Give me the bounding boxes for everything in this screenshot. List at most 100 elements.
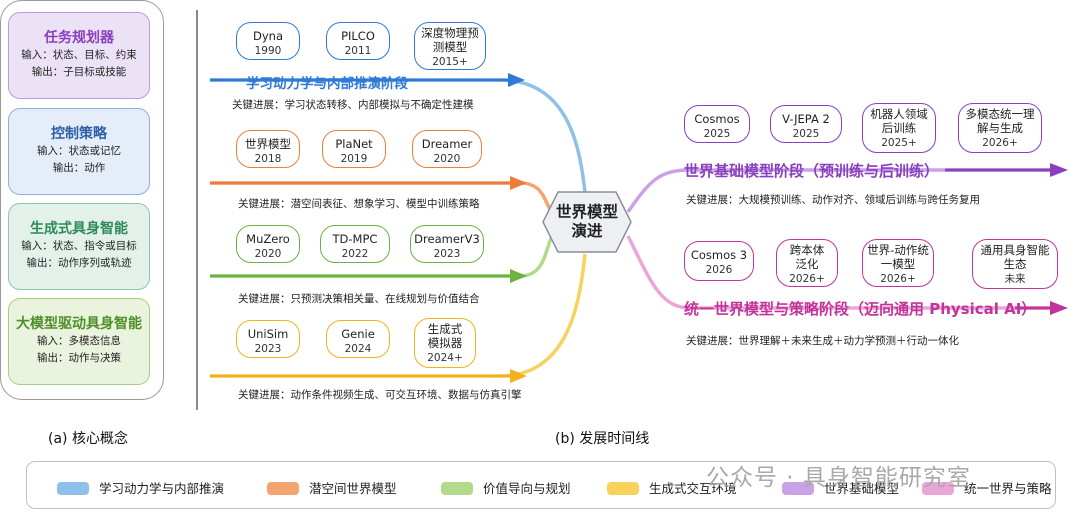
milestone-cosmos-3: Cosmos 3 2026 [684,241,754,281]
milestone-name: UniSim [247,327,289,341]
milestone-name: 生成式模拟器 [427,322,463,350]
milestone-cosmos: Cosmos 2025 [684,105,750,143]
hub-label: 世界模型 演进 [542,203,632,241]
milestone-name: TD-MPC [332,232,378,246]
milestone-year: 2022 [341,248,369,260]
milestone-dreamerv3: DreamerV3 2023 [410,225,484,263]
concept-card-llm-embodied: 大模型驱动具身智能 输入：多模态信息 输出：动作与决策 [8,298,150,385]
legend-label: 学习动力学与内部推演 [99,481,225,496]
milestone-pilco: PILCO 2011 [326,22,390,60]
concept-title: 生成式具身智能 [30,221,128,237]
arrow-stage-6 [1050,301,1068,315]
arrow-stage-5 [1050,163,1068,177]
arrow-stage-2 [510,176,527,190]
milestone-general-embodied-ecosystem: 通用具身智能生态 未来 [972,239,1058,289]
milestone-name: 跨本体泛化 [789,243,825,271]
milestone-year: 2026+ [789,273,825,285]
milestone-year: 未来 [1004,273,1026,285]
legend-swatch [267,482,299,495]
milestone-dyna: Dyna 1990 [236,22,300,60]
milestone-name: V-JEPA 2 [782,112,830,126]
concept-title: 控制策略 [51,126,107,142]
milestone-multimodal-unified: 多模态统一理解与生成 2026+ [958,103,1042,153]
milestone-name: Dreamer [421,137,473,151]
legend-item-unified: 统一世界与策略 [922,478,1052,497]
legend-swatch [922,482,954,495]
concept-title: 大模型驱动具身智能 [16,316,142,332]
stage-6-progress: 关键进展：世界理解＋未来生成＋动力学预测＋行动一体化 [686,335,959,347]
milestone-year: 2024 [344,343,372,355]
milestone-year: 2020 [433,153,461,165]
caption-core-concepts: (a) 核心概念 [48,431,128,447]
legend-item-generative-env: 生成式交互环境 [607,478,737,497]
milestone-year: 2023 [254,343,282,355]
legend-label: 潜空间世界模型 [309,481,397,496]
milestone-year: 2011 [344,45,372,57]
milestone-year: 2023 [433,248,461,260]
milestone-name: 多模态统一理解与生成 [965,107,1035,135]
milestone-name: Dyna [253,29,283,43]
milestone-year: 2026 [705,264,733,276]
stage-5-title: 世界基础模型阶段（预训练与后训练） [684,162,940,180]
legend-item-value-planning: 价值导向与规划 [441,478,571,497]
legend-item-foundation: 世界基础模型 [782,478,899,497]
milestone-year: 2025 [703,128,731,140]
legend: 学习动力学与内部推演 潜空间世界模型 价值导向与规划 生成式交互环境 世界基础模… [26,461,1056,509]
legend-label: 生成式交互环境 [649,481,737,496]
stage-3-progress: 关键进展：只预测决策相关量、在线规划与价值结合 [238,293,480,305]
milestone-name: 机器人领域后训练 [870,107,928,135]
arrow-stage-1 [508,73,525,87]
milestone-year: 2026+ [880,273,916,285]
milestone-name: MuZero [246,232,290,246]
legend-item-dynamics: 学习动力学与内部推演 [57,478,224,497]
legend-swatch [607,482,639,495]
concept-card-task-planner: 任务规划器 输入：状态、目标、约束 输出：子目标或技能 [8,12,150,99]
milestone-year: 2025 [792,128,820,140]
milestone-td-mpc: TD-MPC 2022 [320,225,390,263]
hub-line-1: 世界模型 [555,203,618,221]
legend-swatch [57,482,89,495]
concept-output: 输出：动作与决策 [37,352,121,364]
connector-stage-5 [626,168,1050,213]
concept-title: 任务规划器 [44,30,114,46]
stage-1-title: 学习动力学与内部推演阶段 [246,76,408,92]
arrow-stage-3 [510,269,527,283]
stage-6-title: 统一世界模型与策略阶段（迈向通用 Physical AI） [684,300,1037,318]
milestone-year: 2026+ [982,137,1018,149]
panel-divider [196,10,198,410]
milestone-name: Genie [341,327,375,341]
hub-hexagon [542,191,632,253]
milestone-year: 2018 [254,153,282,165]
concept-output: 输出：动作 [52,162,106,174]
milestone-muzero: MuZero 2020 [236,225,300,263]
milestone-name: Cosmos [694,112,740,126]
milestone-world-models: 世界模型 2018 [236,130,300,168]
milestone-name: 深度物理预测模型 [421,26,479,54]
milestone-name: PlaNet [335,137,373,151]
caption-timeline: (b) 发展时间线 [555,431,650,447]
watermark: 公众号 · 具身智能研究室 [706,465,971,491]
milestone-cross-embodiment: 跨本体泛化 2026+ [776,239,838,287]
milestone-name: DreamerV3 [414,232,480,246]
milestone-name: 世界模型 [245,137,291,151]
concept-input: 输入：状态或记忆 [37,145,121,157]
milestone-deep-physics: 深度物理预测模型 2015+ [414,22,486,70]
milestone-year: 2025+ [881,137,917,149]
milestone-name: 世界-动作统一模型 [867,243,929,271]
hub-line-2: 演进 [571,222,603,240]
arrow-stage-4 [510,369,527,383]
milestone-year: 2020 [254,248,282,260]
concept-card-generative-embodied: 生成式具身智能 输入：状态、指令或目标 输出：动作序列或轨迹 [8,203,150,290]
core-concepts-panel: 任务规划器 输入：状态、目标、约束 输出：子目标或技能 控制策略 输入：状态或记… [0,0,164,400]
milestone-genie: Genie 2024 [326,320,390,358]
stage-1-progress: 关键进展：学习状态转移、内部模拟与不确定性建模 [232,99,474,111]
timeline-connectors [210,73,1068,383]
concept-output: 输出：子目标或技能 [31,66,127,78]
milestone-planet: PlaNet 2019 [322,130,386,168]
legend-swatch [441,482,473,495]
milestone-dreamer: Dreamer 2020 [412,130,482,168]
legend-label: 世界基础模型 [824,481,900,496]
milestone-year: 2015+ [432,56,468,68]
stage-2-progress: 关键进展：潜空间表征、想象学习、模型中训练策略 [238,198,480,210]
legend-label: 统一世界与策略 [964,481,1052,496]
